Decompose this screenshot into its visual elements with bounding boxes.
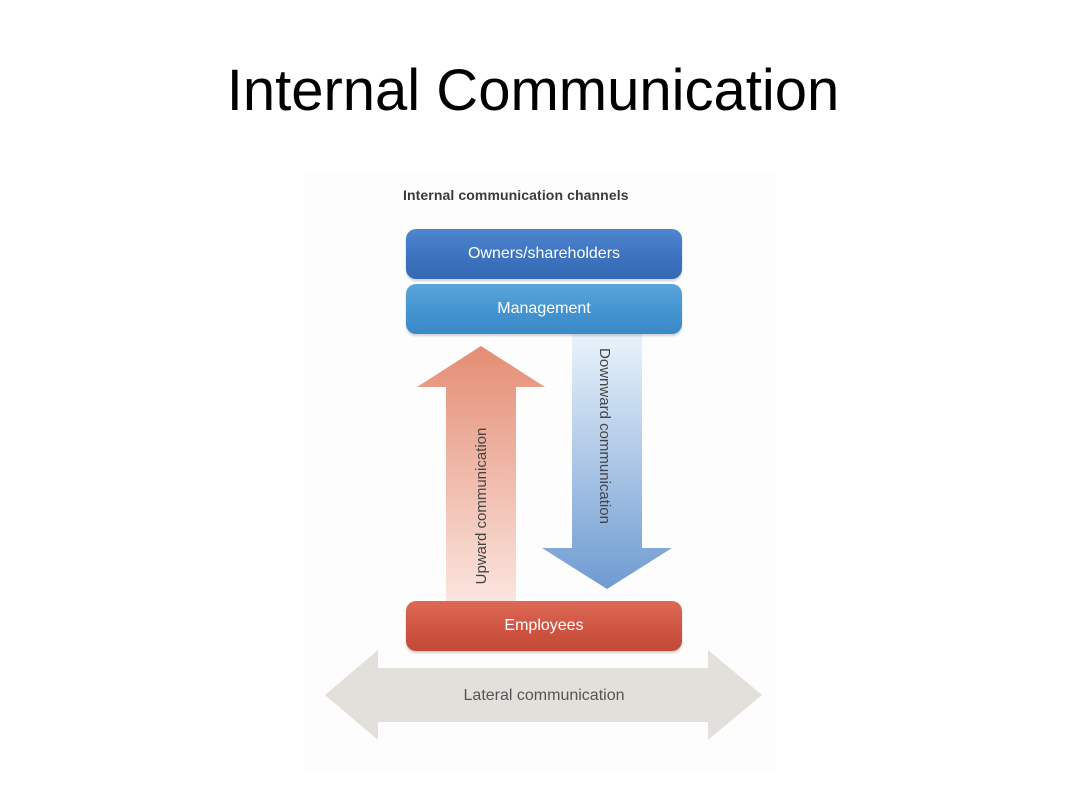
owners-shareholders-label: Owners/shareholders — [467, 245, 621, 262]
owners-shareholders-box: Owners/shareholders — [406, 229, 682, 279]
employees-box: Employees — [406, 601, 682, 651]
management-box: Management — [406, 284, 682, 334]
diagram-caption: Internal communication channels — [403, 187, 629, 203]
slide-title: Internal Communication — [226, 58, 840, 123]
employees-label: Employees — [504, 617, 584, 634]
management-label: Management — [497, 300, 591, 317]
